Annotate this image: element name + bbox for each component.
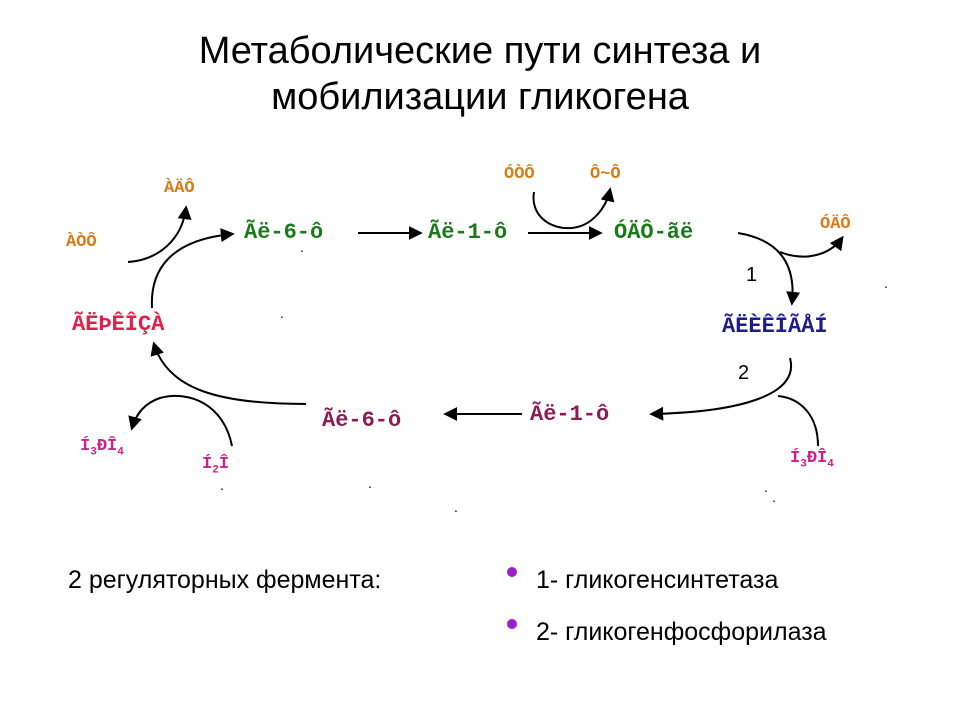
label-adf: ÀÄÔ — [164, 179, 195, 198]
dot-8: . — [220, 477, 224, 493]
dot-6: . — [764, 479, 768, 495]
label-gl1f-bottom: Ãë-1-ô — [530, 402, 610, 427]
arrow-udfgl-to-glycogen — [737, 232, 801, 306]
bullet-2 — [507, 619, 517, 629]
arrow-atp-to-adp — [127, 205, 192, 263]
arrow-utf-to-ff — [532, 187, 615, 230]
dot-1: . — [300, 239, 304, 255]
dot-4: . — [368, 475, 372, 491]
arrow-glycogen-to-gl1f — [649, 357, 793, 421]
title-line-1: Метаболические пути синтеза и — [198, 30, 762, 72]
h2o-text: Í2Î — [202, 455, 230, 477]
arrow-glucose-to-gl6f — [150, 228, 235, 309]
label-udf: ÓÄÔ — [820, 215, 851, 234]
label-gl6f-bottom: Ãë-6-ô — [322, 408, 402, 433]
bullet-1 — [507, 567, 517, 577]
label-gl6f-top: Ãë-6-ô — [244, 220, 324, 245]
label-h3po4-right: Í3ÐÎ4 — [790, 450, 834, 470]
label-utf: ÓÒÔ — [504, 165, 535, 184]
label-glycogen: ÃËÈÊÎÃÅÍ — [722, 314, 828, 339]
label-glucose: ÃËÞÊÎÇÀ — [72, 312, 165, 337]
dot-2: . — [280, 305, 284, 321]
h3po4-right-text: Í3ÐÎ4 — [790, 449, 834, 471]
label-h3po4-left: Í3ÐÎ4 — [80, 438, 124, 458]
label-udfgl: ÓÄÔ-ãë — [614, 220, 694, 245]
arrow-h2o-to-h3po4 — [128, 394, 233, 447]
h3po4-left-text: Í3ÐÎ4 — [80, 437, 124, 459]
label-ff: Ô~Ô — [590, 165, 621, 184]
dot-5: . — [454, 499, 458, 515]
enzyme-number-1: 1 — [746, 264, 758, 286]
enzymes-heading: 2 регуляторных фермента: — [68, 566, 382, 594]
label-gl1f-top: Ãë-1-ô — [428, 220, 508, 245]
enzyme-item-2: 2- гликогенфосфорилаза — [536, 618, 827, 646]
label-atf: ÀÒÔ — [66, 233, 97, 252]
title-line-2: мобилизации гликогена — [271, 76, 689, 118]
arrow-h3po4-enter — [777, 395, 819, 447]
arrow-udp-release — [779, 235, 844, 258]
enzyme-number-2: 2 — [738, 362, 750, 384]
dot-3: . — [884, 275, 888, 291]
page-title: Метаболические пути синтеза и мобилизаци… — [0, 28, 960, 120]
enzyme-item-1: 1- гликогенсинтетаза — [536, 566, 779, 594]
dot-7: . — [772, 489, 776, 505]
arrow-gl6f-to-glucose — [150, 341, 307, 405]
label-h2o: Í2Î — [202, 456, 229, 476]
